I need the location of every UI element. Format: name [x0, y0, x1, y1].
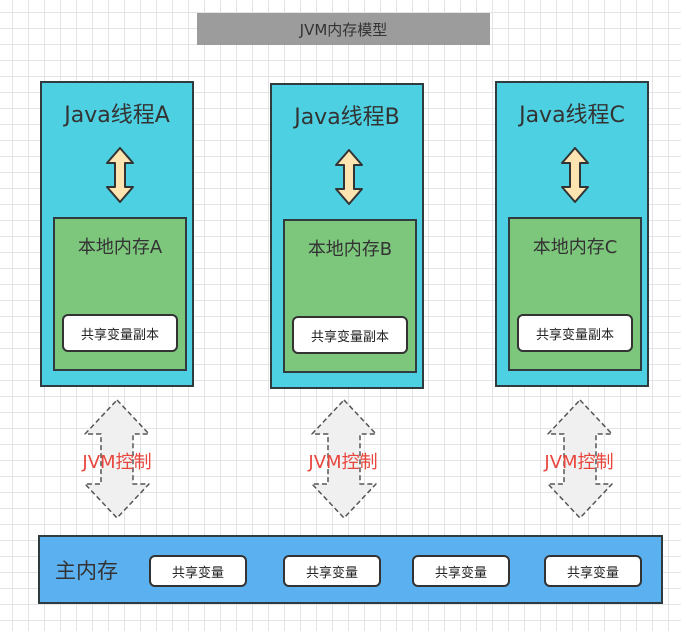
jvm-control-arrow-a-icon — [84, 399, 150, 519]
local-memory-c-title: 本地内存C — [532, 237, 618, 258]
shared-variable-copy-b: 共享变量副本 — [292, 316, 408, 354]
main-memory-box: 主内存 共享变量 共享变量 共享变量 共享变量 — [38, 535, 663, 604]
double-arrow-icon — [335, 149, 363, 205]
main-memory-title: 主内存 — [55, 558, 118, 583]
jvm-control-arrow-b-icon — [311, 399, 377, 519]
local-memory-a: 本地内存A 共享变量副本 — [53, 217, 187, 371]
shared-variable-4: 共享变量 — [544, 555, 642, 587]
double-arrow-icon — [561, 147, 589, 203]
jvm-control-label-c: JVM控制 — [544, 452, 614, 473]
local-memory-b: 本地内存B 共享变量副本 — [283, 219, 417, 373]
jvm-control-arrow-c-icon — [547, 399, 613, 519]
thread-b-title: Java线程B — [294, 105, 400, 130]
local-memory-b-title: 本地内存B — [307, 239, 393, 260]
double-arrow-icon — [106, 147, 134, 203]
thread-b-box: Java线程B 本地内存B 共享变量副本 — [270, 83, 424, 389]
thread-c-title: Java线程C — [519, 103, 625, 128]
thread-a-box: Java线程A 本地内存A 共享变量副本 — [40, 81, 194, 387]
shared-variable-copy-a: 共享变量副本 — [62, 314, 178, 352]
diagram-title: JVM内存模型 — [197, 13, 490, 45]
local-memory-a-title: 本地内存A — [77, 237, 163, 258]
shared-variable-2: 共享变量 — [283, 555, 381, 587]
shared-variable-1: 共享变量 — [149, 555, 247, 587]
jvm-control-label-b: JVM控制 — [308, 452, 378, 473]
shared-variable-3: 共享变量 — [412, 555, 510, 587]
thread-a-title: Java线程A — [64, 103, 170, 128]
shared-variable-copy-c: 共享变量副本 — [517, 314, 633, 352]
thread-c-box: Java线程C 本地内存C 共享变量副本 — [495, 81, 649, 387]
local-memory-c: 本地内存C 共享变量副本 — [508, 217, 642, 371]
jvm-control-label-a: JVM控制 — [82, 452, 152, 473]
